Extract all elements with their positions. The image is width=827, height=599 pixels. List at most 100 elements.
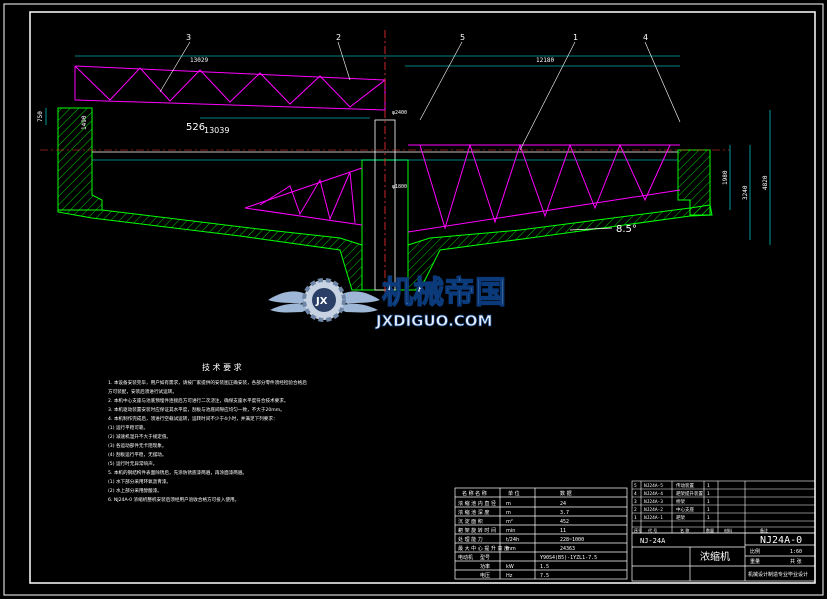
param-cell: 处 理 能 力 [458,536,483,543]
watermark-logo-initials: JX [315,296,328,307]
parts-header: 备注 [760,527,768,533]
note-line: 5. 本机的钢结构件表面除锈后，先涂防锈底漆两遍，再涂面漆两遍。 [108,469,247,476]
parts-cell: NJ24A-1 [644,515,663,521]
note-line: 4. 本机制作完成后，须进行空载试运转，运转时间不少于4小时，并满足下列要求： [108,415,278,422]
parts-cell: 中心支座 [676,506,694,513]
parts-header: 名 称 [680,527,689,533]
dim-slope: 8.5° [616,224,637,235]
param-motor-cell: Y90S4(B5)-1YZL1-7.5 [540,555,597,561]
parts-cell: 耙架提升装置 [676,490,703,497]
note-line: (1) 水下部分采用环氧沥青漆。 [108,478,171,485]
dimension-lines [45,55,771,245]
dim-right-c: 4820 [762,175,769,190]
tank-section [57,107,713,291]
parts-header: 材料 [724,527,732,533]
part-leaders [159,41,681,151]
note-line: 6. NJ24A-0 浓缩机整机安装后须经用户验收合格方可投入使用。 [108,496,239,503]
sheet-label: 共 张 [790,558,802,565]
part-label-1: 1 [573,33,578,42]
param-motor-cell: 1.5 [540,564,549,570]
param-cell: mm [506,546,516,552]
note-line: 方可装配，安装后须进行试运转。 [108,388,177,395]
param-motor-cell: 7.5 [540,573,549,579]
watermark-url: JXDIGUO.COM [375,312,492,330]
dim-center: φ1800 [392,184,407,190]
part-label-3: 3 [186,33,191,42]
company-name: 机械设计制造专业毕业设计 [748,571,808,578]
parts-cell: 1 [707,507,710,513]
param-motor-cell: 型号 [480,554,490,561]
parts-cell: NJ24A-3 [644,499,663,505]
param-motor-cell: 功率 [480,563,490,570]
parts-cell: 3 [634,499,637,505]
watermark-gear-inner [312,288,336,312]
weight-label: 重量 [750,558,760,565]
dim-left-height: 1490 [81,115,88,130]
note-line: (4) 刮板运行平稳，无摆动。 [108,451,167,458]
drawing-name: 浓缩机 [700,550,730,563]
param-motor-unit: Hz [506,573,513,579]
parts-cell: 2 [634,507,637,513]
param-motor-cell: 电动机 [458,554,473,561]
note-line: (3) 各运动部件无卡阻现象。 [108,442,167,449]
dim-center-top: φ2400 [392,110,407,116]
note-line: (5) 运行时无异常响声。 [108,460,157,467]
title-block-text: NJ-24A NJ24A-0 浓缩机 比例 1:60 重量 共 张 机械设计制造… [640,535,808,578]
part-label-2: 2 [336,33,341,42]
dim-span-big: 526 [186,122,205,133]
parts-cell: 耙架 [676,515,685,521]
scale-value: 1:60 [790,549,802,555]
param-cell: 24363 [560,546,575,552]
parameter-table [454,487,628,580]
dim-left-small: 750 [37,111,44,122]
parts-cell: 1 [634,515,637,521]
param-header: 单 位 [508,490,520,497]
dim-right-a: 1980 [722,170,729,185]
note-line: 2. 本机中心支座与池底预埋件连接后方可进行二次浇注，确保支座水平度符合技术要求… [108,397,288,404]
param-cell: m [506,501,511,507]
watermark-wings [268,291,380,313]
parts-header: 序号 [634,527,642,533]
parts-cell: 传动装置 [676,482,694,489]
dimension-texts: 13029 12180 526 13039 1490 750 1980 3240… [37,57,769,235]
part-number-labels: 3 2 5 1 4 [186,33,648,42]
param-header: 数 据 [560,490,572,497]
param-motor-unit: kW [506,564,514,570]
parts-cell: 1 [707,483,710,489]
param-cell: 24 [560,501,566,507]
watermark: JX 机械帝国 JXDIGUO.COM [268,274,507,330]
technical-notes: 技 术 要 求 1. 本设备安装完毕，用户如有需求，请按厂家提供的安装图正确安装… [108,362,307,503]
param-cell: t/24h [506,537,519,543]
parts-cell: NJ24A-4 [644,491,663,497]
title-block [631,532,816,582]
param-cell: m [506,510,511,516]
parts-cell: NJ24A-5 [644,483,663,489]
param-cell: m² [506,519,513,525]
bridge-truss [74,65,386,111]
parts-cell: 桥架 [676,498,685,505]
parts-header: 代 号 [648,527,657,533]
param-cell: 耙 架 旋 转 时 间 [458,527,496,534]
notes-title: 技 术 要 求 [202,362,242,372]
parts-header: 数量 [706,527,714,533]
param-cell: 浓 缩 池 深 度 [458,509,489,516]
part-label-5: 5 [460,33,465,42]
parts-cell: 1 [707,499,710,505]
note-line: (2) 水上部分采用醇酸漆。 [108,487,162,494]
parts-list [631,480,816,534]
parts-cell: 4 [634,491,637,497]
dim-top-right: 12180 [536,57,554,64]
dim-right-b: 3240 [742,185,749,200]
part-label-4: 4 [643,33,648,42]
drawing-frame [3,3,824,596]
note-line: 3. 本机驱动装置安装时应保证其水平度，刮板与池底间隙应均匀一致，不大于20mm… [108,406,285,413]
param-cell: min [506,528,515,534]
scale-label: 比例 [750,548,760,555]
parts-cell: 1 [707,491,710,497]
param-cell: 452 [560,519,569,525]
dim-span-sub: 13039 [204,126,229,135]
param-header: 名 称 名 称 [462,490,487,497]
rake-arms [244,143,681,233]
param-cell: 最 大 中 心 提 升 高 度 [458,545,509,552]
